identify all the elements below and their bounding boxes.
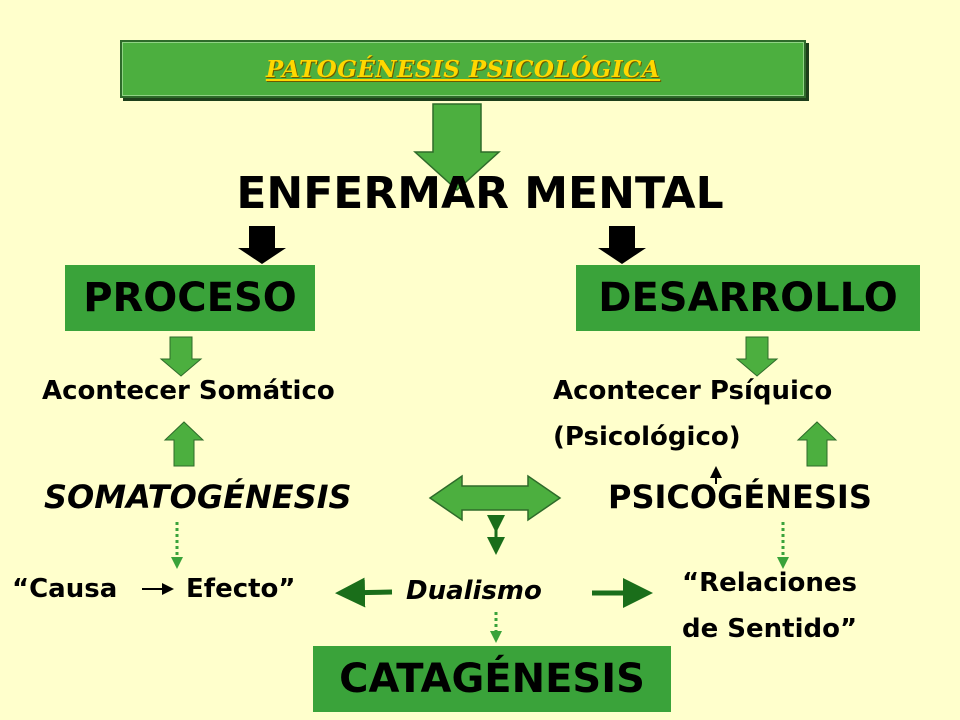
acontecer-somatico-label: Acontecer Somático <box>42 376 335 406</box>
de-sentido-label: de Sentido” <box>682 614 858 644</box>
dualismo-left-arrow <box>335 577 393 608</box>
right-black-arrow <box>598 226 646 264</box>
somatogenesis-label: SOMATOGÉNESIS <box>44 478 352 516</box>
relaciones-label: “Relaciones <box>682 568 858 598</box>
dualismo-label: Dualismo <box>406 576 542 606</box>
causa-label: “Causa <box>12 574 118 604</box>
left-black-arrow <box>238 226 286 264</box>
psicogenesis-label: PSICOGÉNESIS <box>608 478 872 516</box>
desarrollo-box: DESARROLLO <box>576 265 920 331</box>
catagenesis-box: CATAGÉNESIS <box>313 646 671 712</box>
psicogenesis-up-arrow <box>796 421 838 467</box>
proceso-box: PROCESO <box>65 265 315 331</box>
double-arrow <box>428 474 562 522</box>
main-heading: ENFERMAR MENTAL <box>236 168 724 219</box>
somatogenesis-up-arrow <box>163 421 205 467</box>
desarrollo-down-arrow <box>735 336 779 377</box>
acontecer-psiquico-label: Acontecer Psíquico <box>553 376 833 406</box>
efecto-label: Efecto” <box>186 574 296 604</box>
title-banner: PATOGÉNESIS PSICOLÓGICA <box>120 40 806 98</box>
proceso-down-arrow <box>159 336 203 377</box>
title-down-arrow <box>413 103 501 192</box>
title-text: PATOGÉNESIS PSICOLÓGICA <box>265 55 661 83</box>
psicologico-label: (Psicológico) <box>553 422 741 452</box>
